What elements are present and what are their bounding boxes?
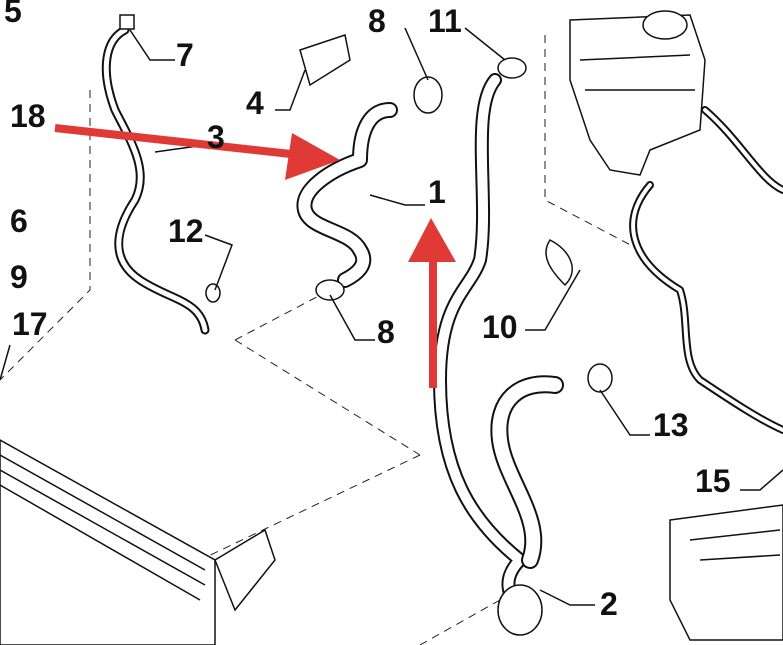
label-3: 3 (207, 119, 225, 155)
label-5: 5 (4, 0, 22, 29)
radiator (0, 439, 276, 645)
red-arrow-to-hose-1 (54, 124, 340, 180)
clamps (119, 14, 613, 393)
expansion-tank (569, 10, 706, 176)
label-1: 1 (428, 174, 446, 210)
label-11: 11 (428, 3, 462, 39)
hoses (101, 25, 783, 636)
label-8-bottom: 8 (377, 314, 395, 350)
label-15: 15 (695, 463, 731, 499)
label-6: 6 (10, 203, 28, 239)
label-10: 10 (482, 309, 518, 345)
part-number-labels: 5 7 8 11 18 3 4 6 9 17 12 1 10 8 13 15 2 (4, 0, 731, 622)
label-17: 17 (12, 306, 48, 342)
label-12: 12 (168, 213, 204, 249)
label-2: 2 (600, 586, 618, 622)
label-13: 13 (653, 407, 689, 443)
label-4: 4 (246, 85, 264, 121)
engine-block (669, 504, 783, 641)
label-9: 9 (10, 259, 28, 295)
label-18: 18 (10, 98, 46, 134)
red-arrow-up-to-hose-1 (408, 218, 456, 388)
label-8-top: 8 (368, 3, 386, 39)
label-7: 7 (176, 37, 194, 73)
